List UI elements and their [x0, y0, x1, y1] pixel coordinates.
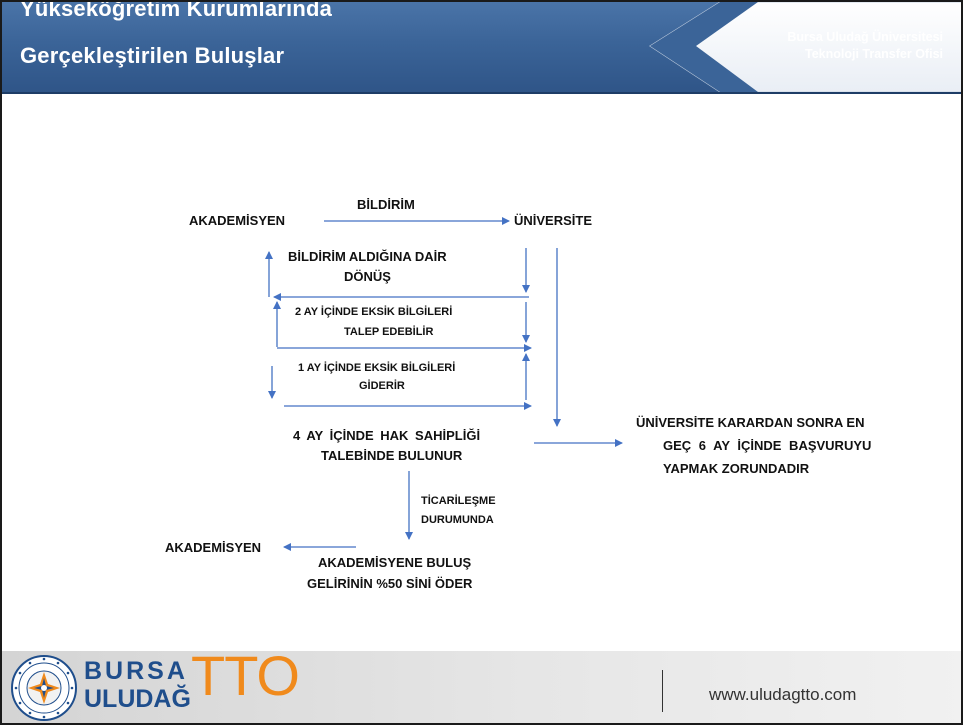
hak-sahipligi-label-line2: TALEBİNDE BULUNUR [321, 448, 463, 463]
header-divider [2, 92, 961, 94]
bildirim-label: BİLDİRİM [357, 197, 415, 212]
footer-bar [2, 651, 961, 723]
akademisyen-bottom-label: AKADEMİSYEN [165, 540, 262, 555]
eksik-talep-label-line2: TALEP EDEBİLİR [344, 326, 434, 338]
chevron-left-icon [649, 2, 961, 92]
ticarilesme-label-line1: TİCARİLEŞME [421, 495, 496, 507]
footer-url[interactable]: www.uludagtto.com [709, 685, 857, 704]
odeme-label-line1: AKADEMİSYENE BULUŞ [318, 555, 472, 570]
eksik-gider-label-line1: 1 AY İÇİNDE EKSİK BİLGİLERİ [298, 362, 456, 374]
basvuru-label-line3: YAPMAK ZORUNDADIR [663, 461, 810, 476]
donus-label-line1: BİLDİRİM ALDIĞINA DAİR [288, 249, 447, 264]
logo-tto-text: TTO [191, 644, 300, 707]
basvuru-label-line2: GEÇ 6 AY İÇİNDE BAŞVURUYU [663, 438, 872, 453]
logo-uludag-text: ULUDAĞ [84, 685, 191, 713]
slide-title-line1: Yükseköğretim Kurumlarında [20, 0, 333, 21]
odeme-label-line2: GELİRİNİN %50 SİNİ ÖDER [307, 576, 473, 591]
eksik-gider-label-line2: GİDERİR [359, 380, 405, 392]
universite-label: ÜNİVERSİTE [514, 213, 593, 228]
org-name-line1: Bursa Uludağ Üniversitesi [787, 30, 943, 44]
donus-label-line2: DÖNÜŞ [344, 269, 391, 284]
footer-divider [662, 670, 663, 712]
akademisyen-top-label: AKADEMİSYEN [189, 213, 286, 228]
eksik-talep-label-line1: 2 AY İÇİNDE EKSİK BİLGİLERİ [295, 306, 453, 318]
basvuru-label-line1: ÜNİVERSİTE KARARDAN SONRA EN [636, 415, 865, 430]
university-seal-icon [11, 655, 77, 721]
logo-bursa-text: BURSA [84, 657, 188, 685]
org-name-line2: Teknoloji Transfer Ofisi [805, 47, 943, 61]
slide-title-line2: Gerçekleştirilen Buluşlar [20, 43, 285, 68]
hak-sahipligi-label-line1: 4 AY İÇİNDE HAK SAHİPLİĞİ [293, 428, 481, 443]
ticarilesme-label-line2: DURUMUNDA [421, 514, 494, 526]
